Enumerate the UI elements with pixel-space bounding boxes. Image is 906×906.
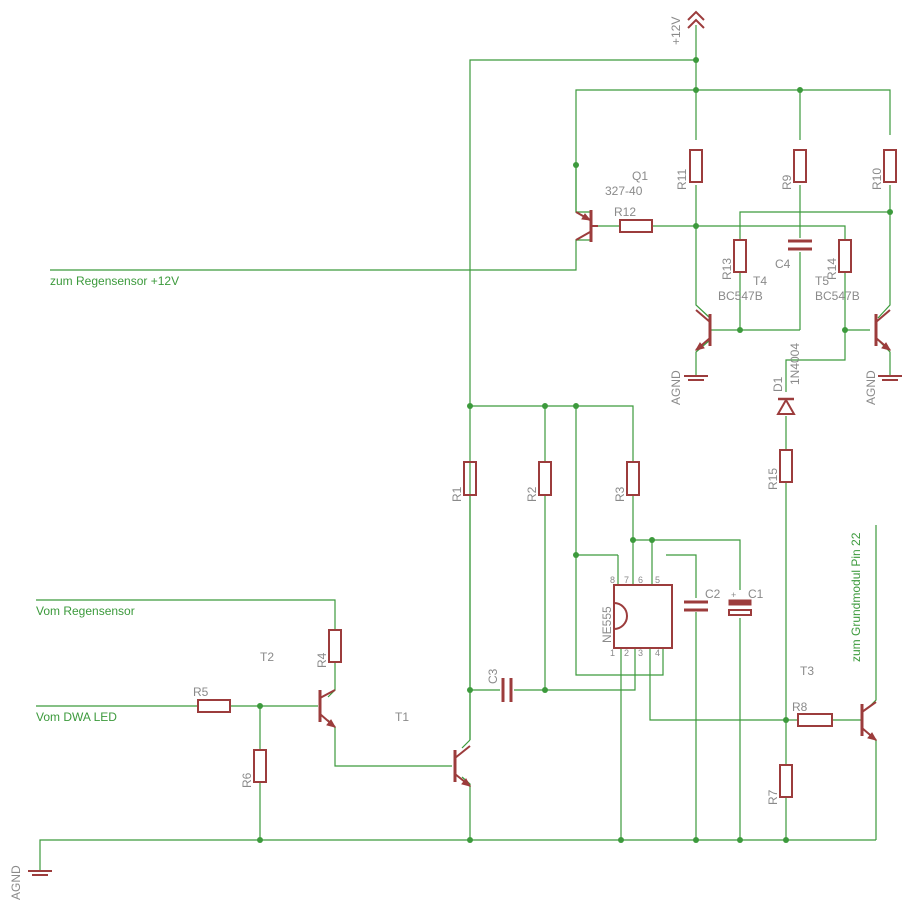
- transistor-q1: Q1 327-40: [575, 169, 648, 242]
- svg-text:T5: T5: [815, 274, 829, 288]
- net-label-from-rain-sensor: Vom Regensensor: [36, 604, 135, 618]
- svg-text:C2: C2: [705, 587, 721, 601]
- svg-text:R8: R8: [792, 700, 808, 714]
- agnd-symbol-main: AGND: [9, 865, 52, 900]
- resistor-r2: R2: [525, 461, 552, 502]
- svg-text:327-40: 327-40: [605, 184, 643, 198]
- resistor-r7: R7: [766, 764, 793, 805]
- capacitor-c3: C3: [486, 668, 513, 702]
- transistor-t1: T1: [395, 710, 472, 787]
- svg-text:Q1: Q1: [632, 169, 648, 183]
- ic-ne555: NE555 8 7 6 5 1 2 3 4: [600, 575, 673, 658]
- resistor-r14: R14: [825, 239, 852, 280]
- svg-text:3: 3: [638, 648, 643, 658]
- resistor-r8: R8: [792, 700, 833, 727]
- svg-text:8: 8: [610, 575, 615, 585]
- net-label-from-dwa-led: Vom DWA LED: [36, 710, 117, 724]
- svg-text:R3: R3: [613, 486, 627, 502]
- resistor-r5: R5: [193, 685, 231, 713]
- svg-text:R14: R14: [825, 258, 839, 280]
- svg-text:R10: R10: [870, 168, 884, 190]
- svg-text:R15: R15: [766, 468, 780, 490]
- svg-text:C1: C1: [748, 587, 764, 601]
- resistor-r9: R9: [780, 149, 807, 190]
- capacitor-c4: C4: [775, 239, 812, 271]
- svg-text:T1: T1: [395, 710, 409, 724]
- svg-text:T2: T2: [260, 650, 274, 664]
- svg-text:R2: R2: [525, 486, 539, 502]
- svg-text:R6: R6: [240, 772, 254, 788]
- transistor-t4: T4 BC547B: [694, 274, 767, 351]
- resistor-r10: R10: [870, 149, 897, 190]
- resistor-r13: R13: [720, 239, 747, 280]
- svg-text:4: 4: [655, 648, 660, 658]
- resistor-r12: R12: [614, 205, 653, 233]
- ic-ne555-label: NE555: [600, 606, 614, 643]
- transistor-t3: T3: [800, 664, 878, 741]
- net-label-to-base-module: zum Grundmodul Pin 22: [849, 532, 863, 662]
- agnd-symbol-t4: AGND: [669, 370, 708, 405]
- svg-text:D1: D1: [771, 376, 785, 392]
- vcc-label: +12V: [669, 17, 683, 45]
- svg-text:BC547B: BC547B: [718, 289, 763, 303]
- svg-text:6: 6: [638, 575, 643, 585]
- agnd-label-t5: AGND: [864, 370, 878, 405]
- transistor-t5: T5 BC547B: [815, 274, 892, 351]
- svg-text:R11: R11: [675, 169, 689, 190]
- capacitor-c1: C1 +: [728, 587, 764, 616]
- resistor-r4: R4: [315, 629, 342, 668]
- svg-text:2: 2: [624, 648, 629, 658]
- svg-text:R1: R1: [450, 486, 464, 502]
- svg-text:R7: R7: [766, 789, 780, 805]
- agnd-label-main: AGND: [9, 865, 23, 900]
- capacitor-c2: C2: [684, 587, 721, 612]
- diode-d1: D1 1N4004: [771, 343, 802, 415]
- svg-text:R9: R9: [780, 174, 794, 190]
- wires: [36, 25, 891, 870]
- resistor-r15: R15: [766, 449, 793, 490]
- transistor-t2: T2: [260, 650, 337, 728]
- svg-text:R5: R5: [193, 685, 209, 699]
- svg-text:1: 1: [610, 648, 615, 658]
- svg-text:R4: R4: [315, 652, 329, 668]
- svg-text:7: 7: [624, 575, 629, 585]
- net-label-rain-sensor-12v: zum Regensensor +12V: [50, 274, 179, 288]
- svg-text:5: 5: [655, 575, 660, 585]
- resistor-r3: R3: [613, 461, 640, 502]
- resistor-r6: R6: [240, 749, 267, 788]
- svg-text:R12: R12: [614, 205, 636, 219]
- svg-text:1N4004: 1N4004: [788, 343, 802, 385]
- svg-text:T4: T4: [753, 274, 767, 288]
- resistor-r1: R1: [450, 461, 477, 502]
- svg-text:R13: R13: [720, 258, 734, 280]
- svg-text:C4: C4: [775, 257, 791, 271]
- vcc-symbol: +12V: [669, 10, 705, 45]
- svg-text:C3: C3: [486, 668, 500, 684]
- svg-text:+: +: [731, 590, 736, 600]
- svg-text:T3: T3: [800, 664, 814, 678]
- agnd-symbol-t5: AGND: [864, 370, 902, 405]
- resistor-r11: R11: [675, 149, 703, 190]
- svg-text:BC547B: BC547B: [815, 289, 860, 303]
- junctions: [257, 57, 893, 843]
- agnd-label-t4: AGND: [669, 370, 683, 405]
